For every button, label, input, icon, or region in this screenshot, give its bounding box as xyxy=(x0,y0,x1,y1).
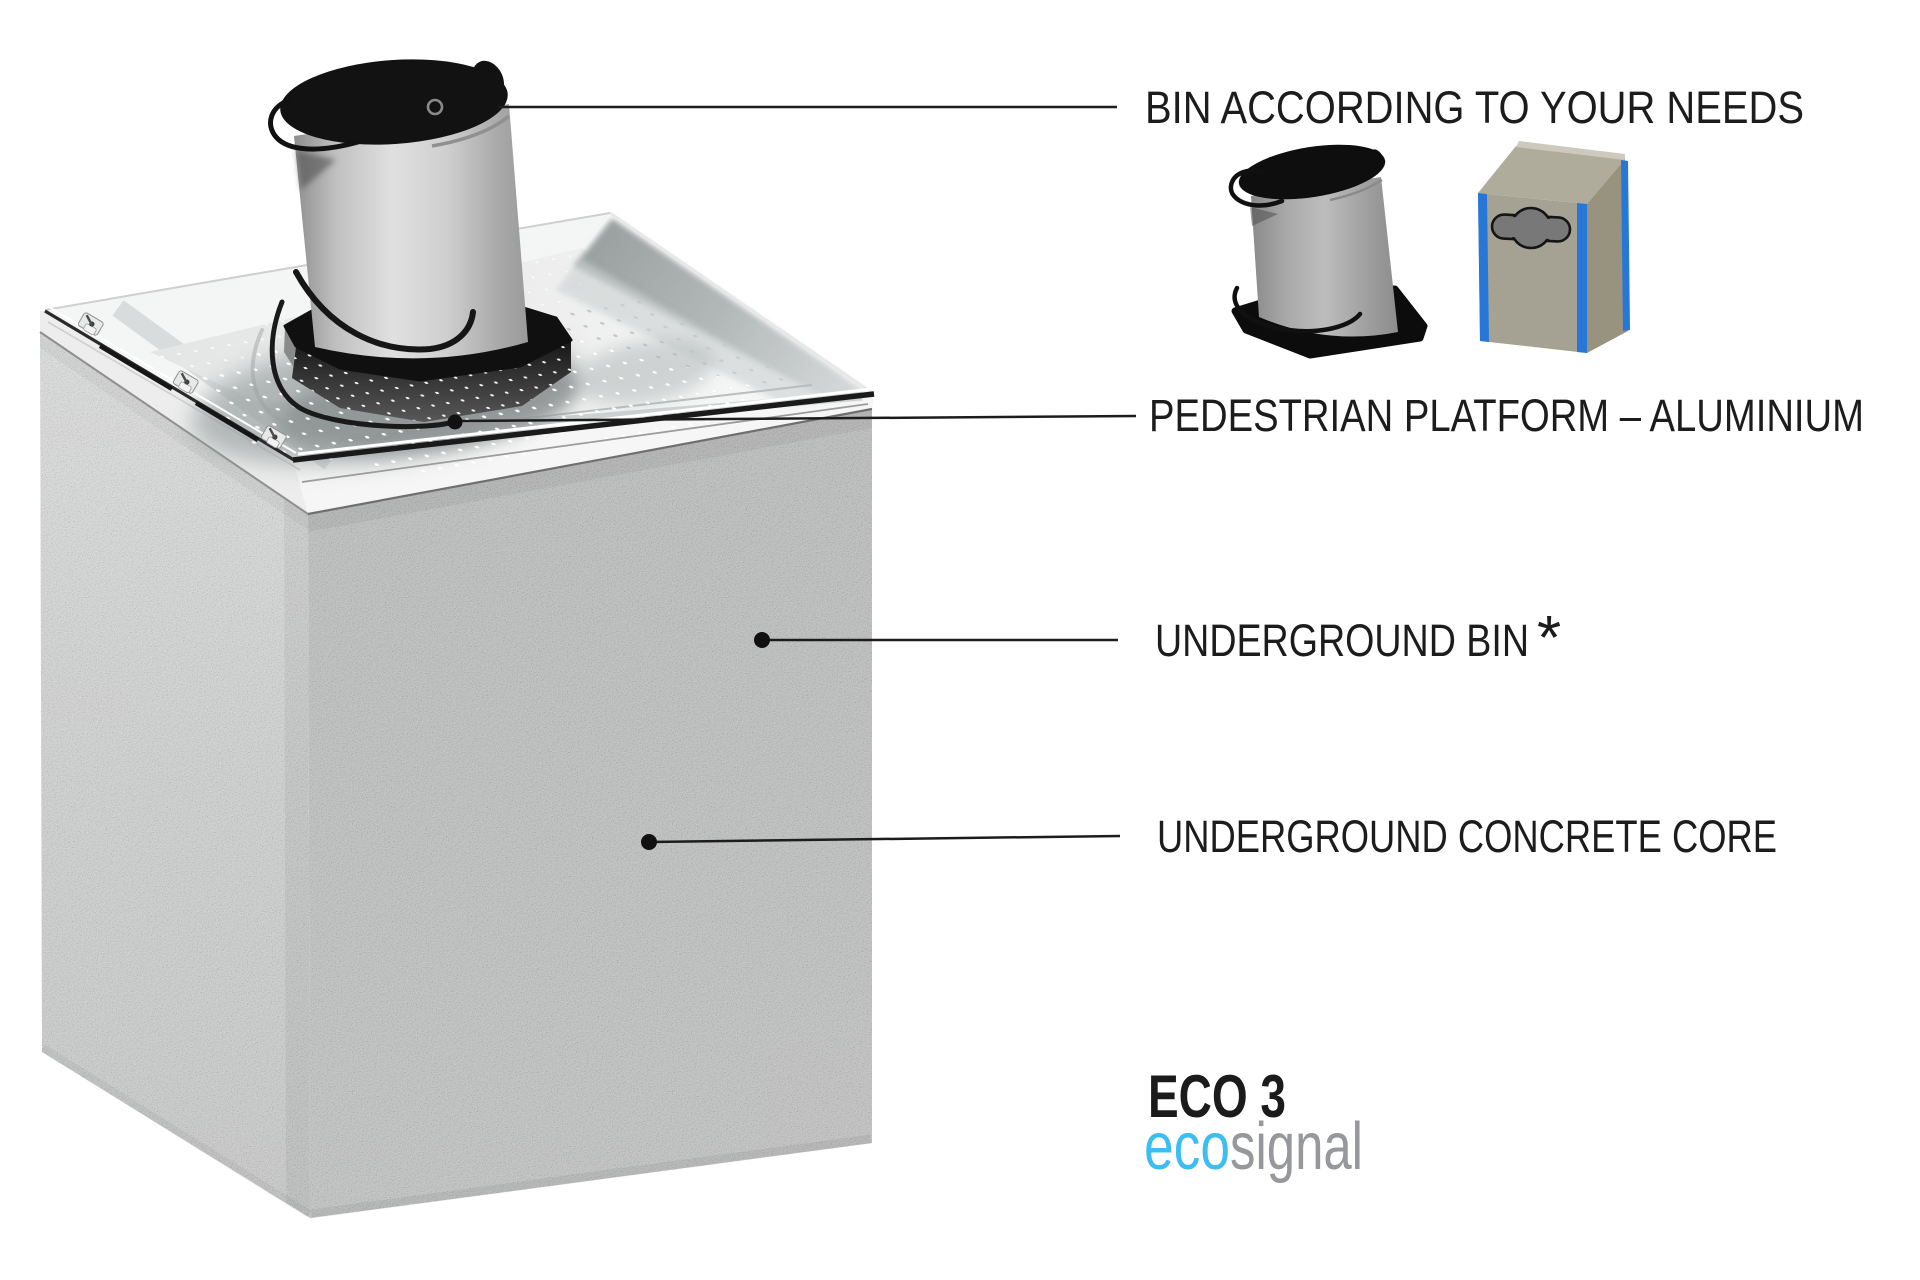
svg-text:BIN ACCORDING TO YOUR NEEDS: BIN ACCORDING TO YOUR NEEDS xyxy=(1145,82,1804,133)
svg-text:PEDESTRIAN PLATFORM – ALUMINIU: PEDESTRIAN PLATFORM – ALUMINIUM xyxy=(1149,390,1864,441)
svg-text:*: * xyxy=(1537,604,1561,673)
svg-text:eco: eco xyxy=(1144,1109,1230,1184)
svg-text:UNDERGROUND BIN: UNDERGROUND BIN xyxy=(1155,615,1529,666)
svg-text:UNDERGROUND CONCRETE CORE: UNDERGROUND CONCRETE CORE xyxy=(1157,811,1777,862)
svg-text:ECO 3: ECO 3 xyxy=(1148,1063,1286,1130)
svg-text:signal: signal xyxy=(1230,1109,1363,1184)
